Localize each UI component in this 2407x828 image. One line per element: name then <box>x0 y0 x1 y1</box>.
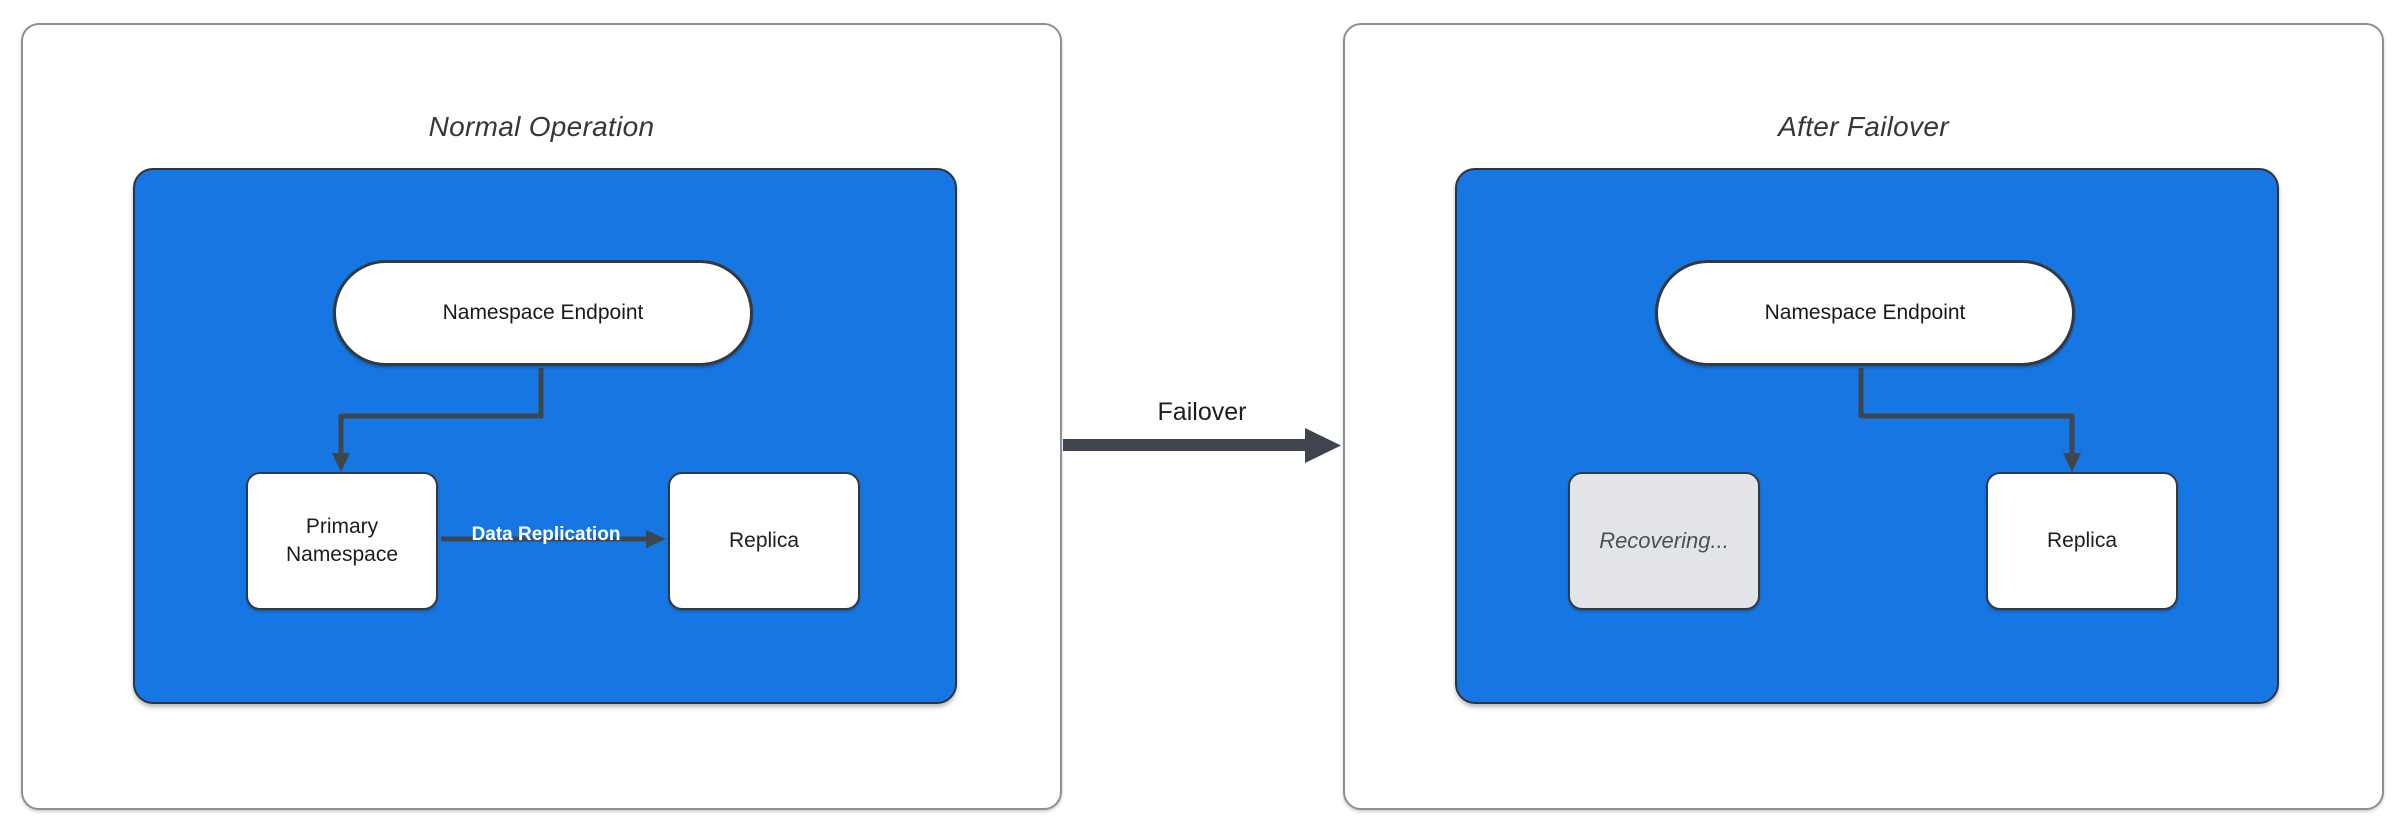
node-primary-namespace-label: Primary Namespace <box>285 514 399 566</box>
connector-lines-normal <box>332 368 666 548</box>
connector-lines-after <box>1858 368 2081 472</box>
node-primary-namespace: Primary Namespace <box>246 472 438 610</box>
panel-title-after-failover: After Failover <box>1778 111 1949 142</box>
node-replica-normal: Replica <box>668 472 860 610</box>
panel-after-failover: After Failover Namespace Endpoint Recove… <box>1343 23 2384 810</box>
node-namespace-endpoint-normal-label: Namespace Endpoint <box>442 301 644 324</box>
panel-title-normal-operation: Normal Operation <box>428 111 655 142</box>
node-recovering: Recovering... <box>1568 472 1760 610</box>
arrowhead-endpoint-to-primary <box>332 453 350 472</box>
namespace-container-normal: Namespace Endpoint Primary Namespace Rep… <box>133 168 957 704</box>
node-recovering-label: Recovering... <box>1599 528 1729 554</box>
arrowhead-endpoint-to-replica <box>2063 453 2081 472</box>
failover-arrow <box>1063 428 1341 463</box>
elbow-connector-endpoint-to-replica <box>1858 368 2075 460</box>
edge-label-data-replication: Data Replication <box>471 524 621 545</box>
elbow-connector-endpoint-to-primary <box>338 368 544 460</box>
node-namespace-endpoint-after: Namespace Endpoint <box>1655 260 2075 366</box>
node-namespace-endpoint-normal: Namespace Endpoint <box>333 260 753 366</box>
failover-arrowhead <box>1305 428 1341 463</box>
failover-arrow-shaft <box>1063 439 1308 451</box>
namespace-container-after: Namespace Endpoint Recovering... Replica <box>1455 168 2279 704</box>
node-namespace-endpoint-after-label: Namespace Endpoint <box>1764 301 1966 324</box>
node-replica-after-label: Replica <box>2046 528 2118 552</box>
failover-transition-label: Failover <box>1157 398 1247 426</box>
node-replica-after: Replica <box>1986 472 2178 610</box>
node-replica-normal-label: Replica <box>728 528 800 552</box>
panel-normal-operation: Normal Operation Namespace Endpoint Prim… <box>21 23 1062 810</box>
